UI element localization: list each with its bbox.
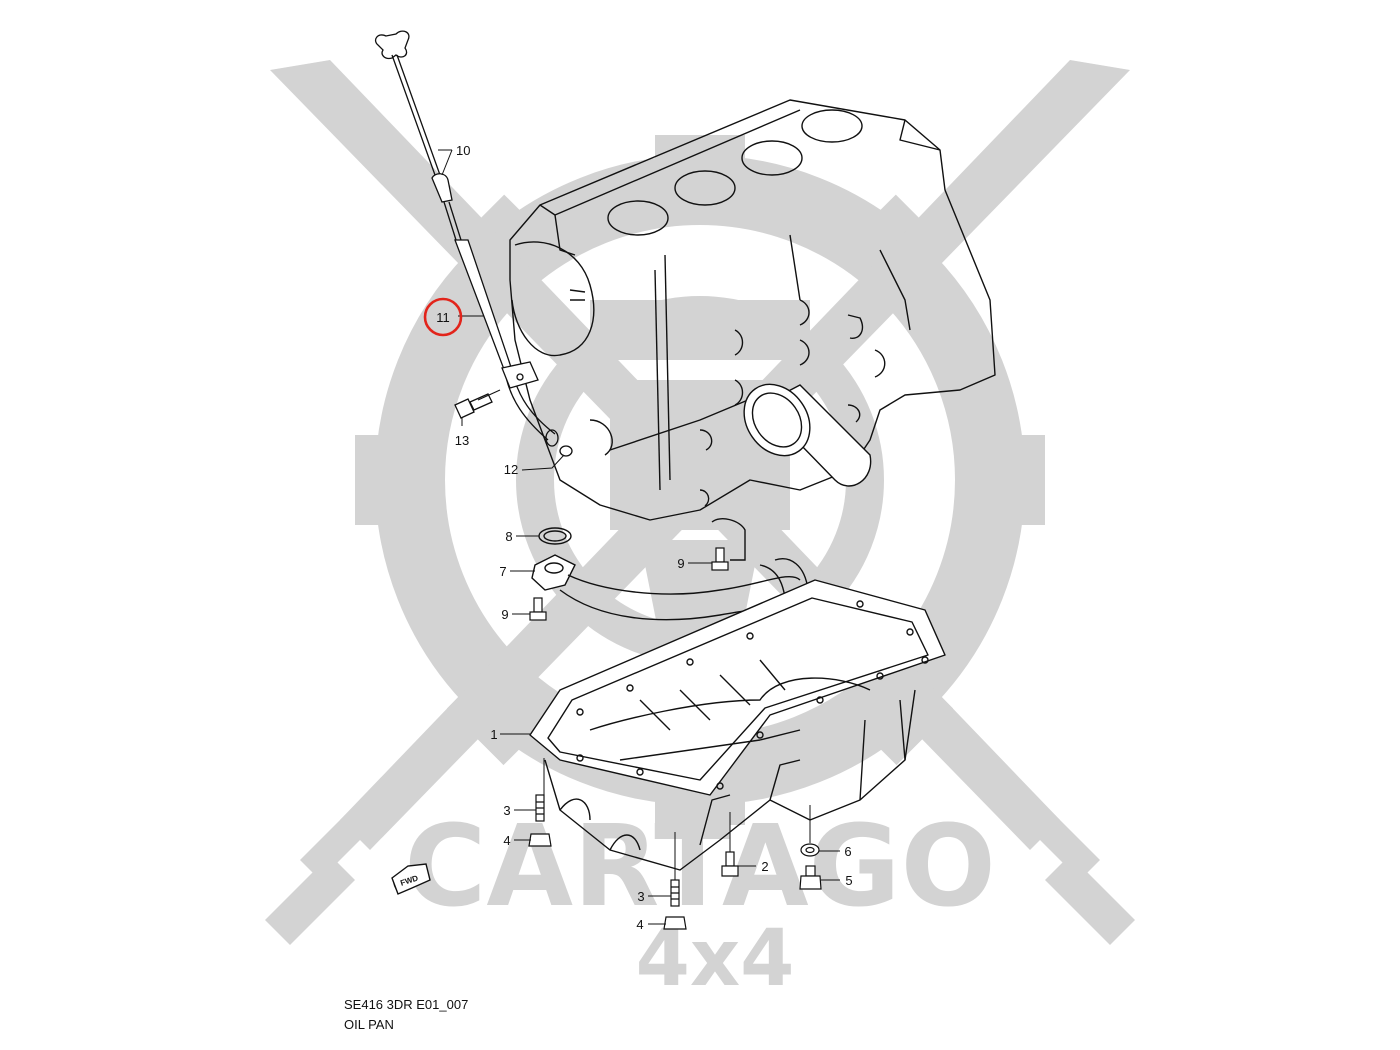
callout-9-upper: 9 (677, 556, 684, 571)
callout-numbers: 10 11 13 12 8 7 9 9 1 3 4 2 6 5 3 4 (436, 143, 852, 932)
nut-4-left (528, 833, 552, 847)
callout-11: 11 (436, 310, 450, 325)
callout-7: 7 (499, 564, 506, 579)
oil-pan (529, 579, 946, 871)
callout-6: 6 (844, 844, 851, 859)
stud-bolt-3-bottom (670, 879, 680, 907)
callout-12: 12 (504, 462, 518, 477)
forward-arrow-icon: FWD (391, 863, 431, 895)
bolt-13 (454, 393, 493, 419)
callout-10: 10 (456, 143, 470, 158)
callout-3-bottom: 3 (637, 889, 644, 904)
bolt-9-lower (529, 597, 547, 621)
dipstick-assembly (374, 30, 559, 447)
callout-2: 2 (761, 859, 768, 874)
watermark-sub: 4x4 (636, 914, 795, 1004)
callout-13: 13 (455, 433, 469, 448)
callout-8: 8 (505, 529, 512, 544)
watermark-brand: CARTAGO (404, 802, 996, 932)
diagram-title: OIL PAN (344, 1017, 394, 1032)
callout-1: 1 (490, 727, 497, 742)
nut-4-bottom (663, 916, 687, 930)
o-ring-12 (559, 445, 573, 457)
callout-3-left: 3 (503, 803, 510, 818)
oil-filter (743, 383, 872, 487)
drain-plug-5 (799, 865, 822, 890)
gasket-6 (800, 843, 820, 857)
stud-bolt-3-left (535, 794, 545, 822)
callout-4-left: 4 (503, 833, 510, 848)
callout-9-lower: 9 (501, 607, 508, 622)
highlight-circle-part-11 (423, 297, 463, 337)
callout-5: 5 (845, 873, 852, 888)
bolt-9-upper (711, 547, 729, 571)
diagram-ref-code: SE416 3DR E01_007 (344, 997, 469, 1012)
engine-block (509, 99, 996, 521)
leader-lines (438, 149, 840, 925)
callout-4-bottom: 4 (636, 917, 643, 932)
